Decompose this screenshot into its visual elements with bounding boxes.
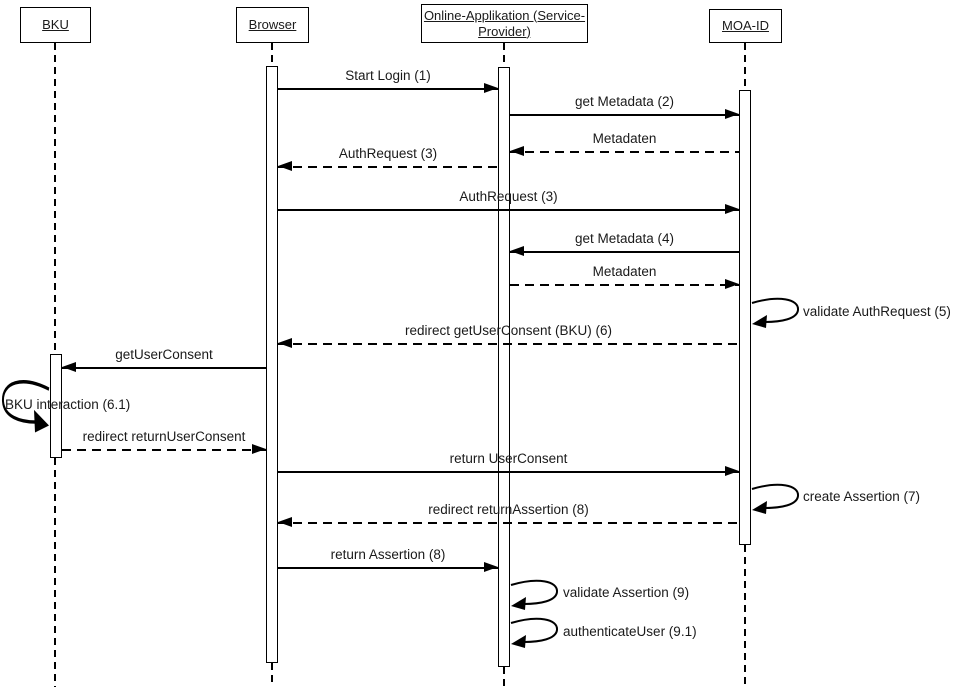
- lifeline-moa-id: [744, 545, 746, 687]
- message-line: [278, 343, 739, 345]
- actor-title-line1: Online-Applikation (Service-: [423, 7, 586, 23]
- actor-title-line2: Provider): [478, 23, 531, 39]
- arrowhead-icon: [510, 146, 524, 156]
- arrowhead-icon: [278, 517, 292, 527]
- loop-path: [751, 297, 799, 323]
- lifeline-moa-id: [744, 43, 746, 90]
- arrowhead-icon: [725, 109, 739, 119]
- loop-arrowhead: [34, 409, 49, 433]
- loop-arrowhead: [511, 597, 526, 610]
- message-line: [510, 151, 739, 153]
- self-loop-arrow-icon: [2, 380, 50, 433]
- loop-path: [510, 617, 558, 643]
- lifeline-bku: [54, 43, 56, 354]
- message-label: create Assertion (7): [803, 489, 921, 504]
- arrowhead-icon: [278, 161, 292, 171]
- activation-bar-moa-id: [739, 90, 751, 545]
- message-label: validate AuthRequest (5): [803, 304, 951, 319]
- message-label: validate Assertion (9): [563, 585, 690, 600]
- message-line: [278, 522, 739, 524]
- message-label: redirect getUserConsent (BKU) (6): [404, 323, 613, 338]
- message-label: get Metadata (4): [574, 231, 675, 246]
- message-label: Metadaten: [592, 131, 657, 146]
- self-loop-arrow-icon: [751, 297, 799, 328]
- actor-box-bku: BKU: [20, 7, 91, 43]
- actor-box-moa-id: MOA-ID: [709, 9, 782, 43]
- loop-path: [2, 380, 50, 424]
- loop-path: [751, 483, 799, 509]
- message-label: AuthRequest (3): [459, 189, 558, 204]
- arrowhead-icon: [725, 466, 739, 476]
- message-line: [278, 88, 498, 90]
- message-label: Metadaten: [592, 264, 657, 279]
- message-line: [278, 471, 739, 473]
- message-label: redirect returnUserConsent: [82, 429, 246, 444]
- activation-bar-service-provider: [498, 67, 510, 667]
- lifeline-service-provider: [503, 667, 505, 687]
- lifeline-service-provider: [503, 43, 505, 67]
- actor-title: Browser: [248, 17, 297, 32]
- message-label: redirect returnAssertion (8): [428, 502, 589, 517]
- arrowhead-icon: [725, 204, 739, 214]
- actor-box-service-provider: Online-Applikation (Service- Provider): [421, 4, 588, 43]
- message-line: [278, 166, 498, 168]
- actor-box-browser: Browser: [236, 7, 309, 43]
- arrowhead-icon: [278, 338, 292, 348]
- arrowhead-icon: [62, 362, 76, 372]
- message-line: [278, 209, 739, 211]
- arrowhead-icon: [510, 246, 524, 256]
- message-label: return Assertion (8): [330, 547, 446, 562]
- arrowhead-icon: [484, 562, 498, 572]
- lifeline-browser: [271, 663, 273, 687]
- activation-bar-browser: [266, 66, 278, 663]
- loop-arrowhead: [511, 635, 526, 648]
- lifeline-browser: [271, 43, 273, 66]
- actor-title: BKU: [42, 17, 69, 32]
- message-line: [62, 367, 266, 369]
- lifeline-bku: [54, 458, 56, 687]
- arrowhead-icon: [252, 444, 266, 454]
- message-label: Start Login (1): [345, 68, 431, 83]
- message-label: authenticateUser (9.1): [563, 624, 697, 639]
- message-line: [278, 567, 498, 569]
- loop-path: [510, 579, 558, 605]
- loop-arrowhead: [752, 501, 767, 514]
- message-line: [510, 114, 739, 116]
- message-label: get Metadata (2): [574, 94, 675, 109]
- message-line: [62, 449, 266, 451]
- message-line: [510, 251, 739, 253]
- actor-title: MOA-ID: [722, 18, 769, 33]
- arrowhead-icon: [725, 279, 739, 289]
- arrowhead-icon: [484, 83, 498, 93]
- loop-arrowhead: [752, 315, 767, 328]
- message-line: [510, 284, 739, 286]
- self-loop-arrow-icon: [510, 617, 558, 648]
- message-label: AuthRequest (3): [338, 146, 438, 161]
- self-loop-arrow-icon: [751, 483, 799, 514]
- activation-bar-bku: [50, 354, 62, 458]
- message-label: return UserConsent: [449, 451, 568, 466]
- message-label: getUserConsent: [115, 347, 213, 362]
- self-loop-arrow-icon: [510, 579, 558, 610]
- message-label: BKU interaction (6.1): [5, 397, 131, 412]
